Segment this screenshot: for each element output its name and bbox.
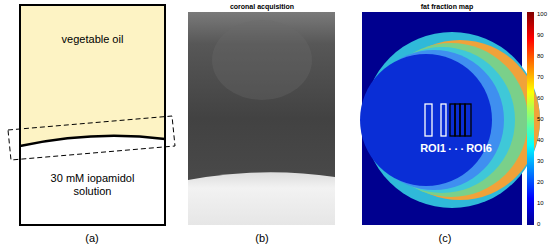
panel-title: fat fraction map <box>421 3 474 10</box>
colorbar-tick: 0 <box>537 221 540 227</box>
solution-signal <box>188 172 335 225</box>
meniscus <box>20 136 165 146</box>
colorbar-tick: 60 <box>537 95 544 101</box>
roi-box <box>460 104 465 136</box>
colorbar-tick: 30 <box>537 158 544 164</box>
roi-box <box>425 104 432 136</box>
region-label: vegetable oil <box>62 33 124 46</box>
roi-label: ROI6 <box>466 143 492 154</box>
roi-box <box>465 104 471 136</box>
panel-label: (b) <box>255 233 268 244</box>
roi-label: . . . <box>448 141 463 152</box>
roi-box <box>450 104 455 136</box>
colorbar-tick: 100 <box>537 11 547 17</box>
roi-label: ROI1 <box>420 143 446 154</box>
colorbar-tick: 40 <box>537 137 544 143</box>
oil-region <box>20 5 165 146</box>
colorbar-tick: 10 <box>537 200 544 206</box>
panel-title: coronal acquisition <box>230 3 294 10</box>
map-core <box>360 54 492 186</box>
colorbar-tick: 50 <box>537 116 544 122</box>
mri-image <box>188 12 335 225</box>
roi-box <box>441 104 446 136</box>
region-band: 30 mM iopamidol solution <box>40 165 145 205</box>
colorbar <box>527 12 534 225</box>
colorbar-tick: 90 <box>537 32 544 38</box>
colorbar-tick: 20 <box>537 179 544 185</box>
colorbar-tick: 70 <box>537 74 544 80</box>
region-band: vegetable oil <box>30 20 155 60</box>
signal-shading <box>212 20 312 100</box>
colorbar-tick: 80 <box>537 53 544 59</box>
panel-label: (c) <box>439 233 452 244</box>
region-label: 30 mM iopamidol solution <box>40 172 145 198</box>
slice-box <box>8 116 175 160</box>
container <box>20 5 165 225</box>
panel-label: (a) <box>85 233 98 244</box>
roi-box <box>455 104 460 136</box>
